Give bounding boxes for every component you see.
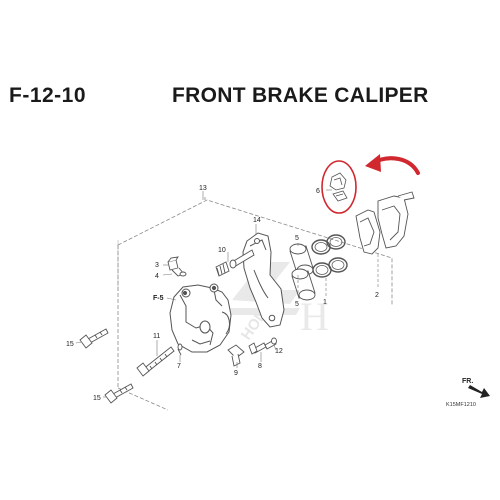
callout-4: 4 bbox=[155, 273, 159, 280]
front-direction-indicator: FR. bbox=[462, 378, 490, 398]
callout-5-upper: 5 bbox=[295, 235, 299, 242]
bolt-part-15-upper bbox=[79, 328, 109, 349]
callout-7: 7 bbox=[177, 363, 181, 370]
bleed-valve-part-3 bbox=[167, 256, 187, 277]
bolt-part-8 bbox=[248, 342, 267, 355]
guide-pin-part-10 bbox=[215, 249, 255, 277]
leader-lines bbox=[75, 189, 379, 398]
bolt-part-11 bbox=[136, 346, 175, 377]
callout-9: 9 bbox=[234, 370, 238, 377]
piston-seals bbox=[311, 234, 348, 278]
plug-part-12 bbox=[264, 337, 277, 350]
highlight-arrow bbox=[365, 154, 420, 175]
pad-spring-part-6 bbox=[329, 172, 348, 202]
callout-labels: 13 14 10 3 4 F-5 5 5 6 1 2 11 7 15 15 9 … bbox=[66, 185, 379, 402]
callout-3: 3 bbox=[155, 262, 159, 269]
pad-pin-part-7 bbox=[177, 343, 183, 356]
brake-pads bbox=[355, 191, 415, 255]
callout-10: 10 bbox=[218, 247, 226, 254]
caliper-bracket bbox=[242, 232, 285, 328]
callout-15-lower: 15 bbox=[93, 395, 101, 402]
callout-5-lower: 5 bbox=[295, 301, 299, 308]
pin-part-9 bbox=[227, 344, 245, 367]
diagram-code: K15MF1210 bbox=[446, 402, 476, 408]
page-title: FRONT BRAKE CALIPER bbox=[172, 84, 429, 107]
callout-14: 14 bbox=[253, 217, 261, 224]
bolt-part-15-lower bbox=[104, 383, 134, 404]
callout-1: 1 bbox=[323, 299, 327, 306]
callout-13: 13 bbox=[199, 185, 207, 192]
callout-12: 12 bbox=[275, 348, 283, 355]
caliper-body bbox=[169, 283, 232, 353]
direction-label: FR. bbox=[462, 378, 473, 385]
svg-text:H: H bbox=[300, 294, 329, 339]
page-code: F-12-10 bbox=[9, 84, 87, 107]
callout-f5: F-5 bbox=[153, 295, 164, 302]
assembly-box bbox=[117, 197, 393, 411]
callout-8: 8 bbox=[258, 363, 262, 370]
callout-2: 2 bbox=[375, 292, 379, 299]
callout-15-upper: 15 bbox=[66, 341, 74, 348]
highlight-circle bbox=[321, 160, 357, 214]
callout-11: 11 bbox=[153, 333, 160, 340]
front-arrow-icon bbox=[468, 385, 490, 398]
callout-6: 6 bbox=[316, 188, 320, 195]
